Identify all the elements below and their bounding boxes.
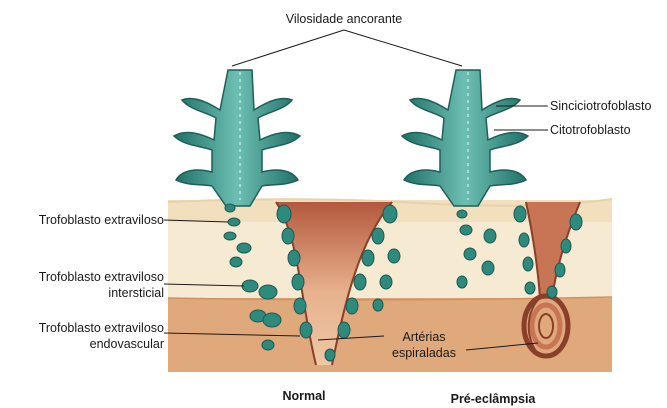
label-spiral-arteries-line1: Artérias: [384, 330, 464, 344]
leader-villus-left: [232, 30, 344, 66]
anchoring-villus-preeclampsia: [402, 70, 528, 206]
label-anchoring-villus: Vilosidade ancorante: [264, 12, 424, 26]
label-extravillous: Trofoblasto extraviloso: [4, 213, 164, 227]
label-preeclampsia: Pré-eclâmpsia: [438, 392, 548, 406]
leader-villus-right: [344, 30, 462, 66]
label-endovascular-line1: Trofoblasto extraviloso: [4, 321, 164, 335]
label-syncytiotrophoblast: Sinciciotrofoblasto: [550, 99, 651, 113]
label-spiral-arteries-line2: espiraladas: [384, 346, 464, 360]
label-normal: Normal: [264, 389, 344, 403]
label-interstitial-line1: Trofoblasto extraviloso: [4, 270, 164, 284]
label-endovascular-line2: endovascular: [4, 337, 164, 351]
label-cytotrophoblast: Citotrofoblasto: [550, 123, 631, 137]
anchoring-villus-normal: [174, 70, 300, 206]
label-interstitial-line2: intersticial: [4, 286, 164, 300]
